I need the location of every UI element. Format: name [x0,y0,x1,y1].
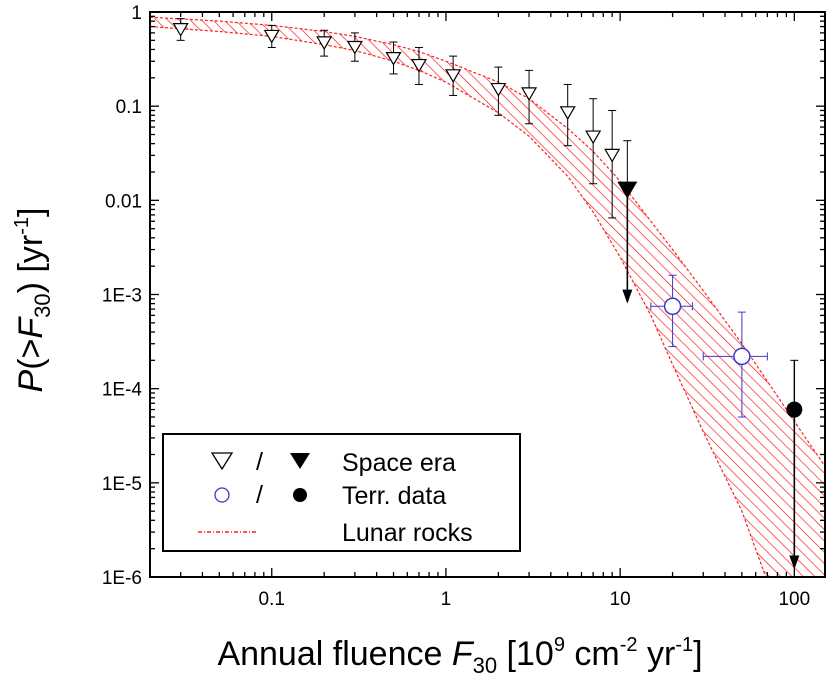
lunar-rocks-band-lower-edge [150,26,767,577]
y-axis-title: P(>F30) [yr-1] [11,208,55,393]
legend-terr-data-open-marker [214,487,230,503]
legend: / Space era / Terr. data Lunar rocks [162,433,521,552]
y-tick-label: 1E-3 [102,286,142,307]
space-era-open-marker [316,36,333,51]
x-axis-title: Annual fluence F30 [109 cm-2 yr-1] [217,634,702,678]
space-era-open-marker [385,51,402,66]
data-marks-layer [172,18,803,570]
x-tick-label: 100 [778,589,810,610]
space-era-open-marker [410,58,428,73]
x-tick-label: 1 [441,589,452,610]
space-era-filled-marker [617,181,638,199]
legend-terr-data-label: Terr. data [342,482,446,510]
legend-space-era-label: Space era [342,449,456,477]
space-era-open-marker [263,29,280,44]
terr-data-open-marker [733,347,751,366]
space-era-open-marker [521,87,538,102]
legend-space-era-filled-marker [290,453,310,469]
y-tick-label: 1E-4 [102,380,143,401]
space-era-open-marker [559,106,576,121]
space-era-open-marker [172,23,189,37]
lunar-rocks-band-fill [150,17,825,577]
x-tick-label: 0.1 [259,589,285,610]
terr-data-filled-marker [786,401,803,418]
legend-slash: / [256,448,263,476]
space-era-open-marker [604,148,621,163]
y-tick-label: 1E-6 [102,568,142,589]
lunar-rocks-band-upper-edge [150,16,825,467]
legend-lunar-rocks-label: Lunar rocks [342,519,473,547]
terr-data-open-marker [663,297,682,316]
y-tick-label: 1 [131,3,142,24]
axis-ticks-layer: 0.1 1 10 100 1 0.1 0.01 1E-3 1E-4 1E-5 1E-6 [102,3,825,610]
x-tick-label: 10 [610,589,631,610]
y-tick-label: 1E-5 [102,474,142,495]
legend-slash: / [256,481,263,509]
space-era-open-marker [490,82,507,97]
space-era-open-marker [445,69,462,84]
space-era-open-marker [346,40,363,55]
legend-terr-data-filled-marker [293,488,307,502]
upper-limit-arrow-head [622,289,633,304]
space-era-open-marker [585,130,602,145]
y-tick-label: 0.01 [105,191,142,212]
legend-space-era-open-marker [210,452,234,471]
lunar-rocks-band-layer [150,16,825,577]
y-tick-label: 0.1 [116,97,142,118]
upper-limit-arrow-head [789,555,800,570]
